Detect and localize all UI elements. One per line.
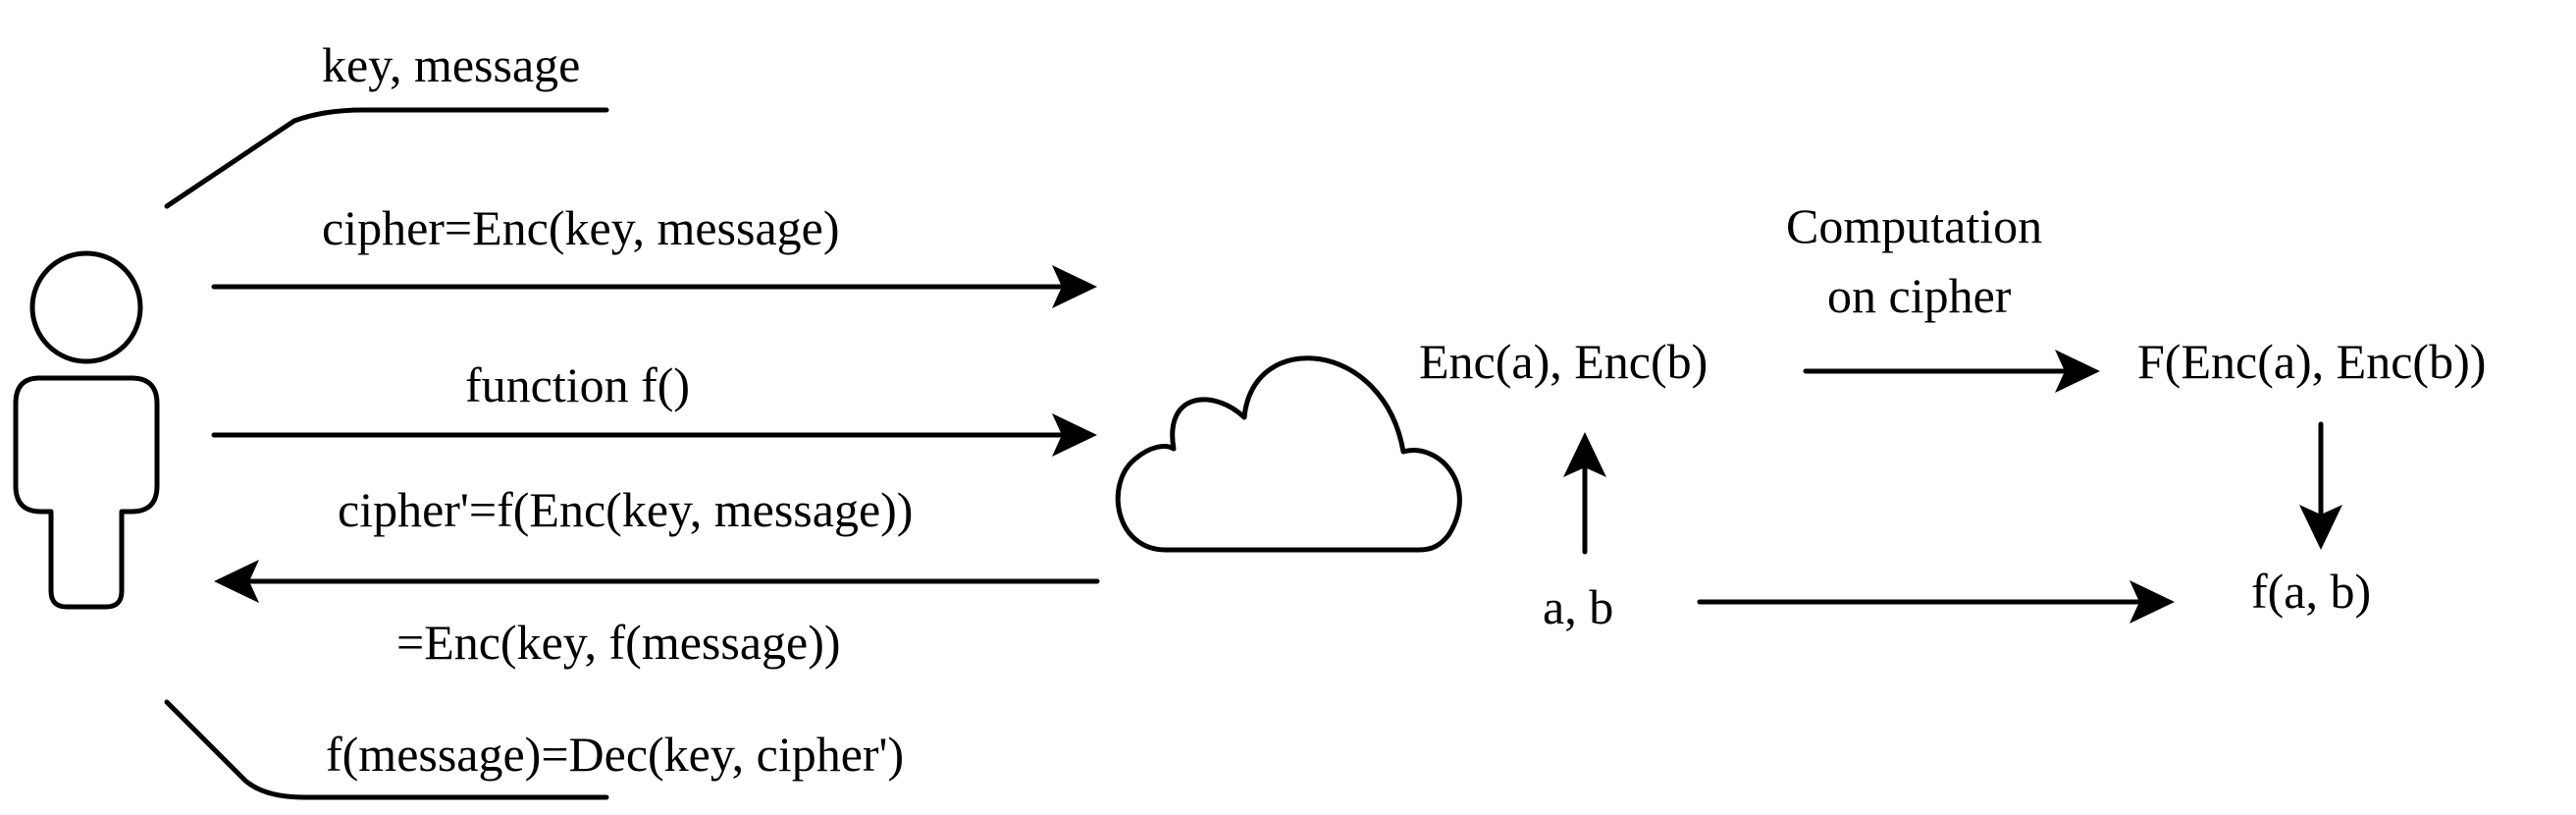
cipher-prime-label: cipher'=f(Enc(key, message)) xyxy=(338,482,913,537)
f-enc-label: F(Enc(a), Enc(b)) xyxy=(2137,334,2486,389)
key-message-callout-line xyxy=(164,107,609,209)
computation-arrow xyxy=(1803,350,2100,393)
function-f-label: function f() xyxy=(465,357,690,412)
key-message-label: key, message xyxy=(322,37,580,92)
ab-to-f-ab-arrow xyxy=(1697,580,2175,624)
decryption-callout-line xyxy=(164,699,609,800)
user-icon xyxy=(13,250,160,610)
ab-to-enc-arrow xyxy=(1563,432,1606,555)
f-enc-to-f-ab-arrow xyxy=(2299,421,2342,550)
cloud-icon xyxy=(1115,355,1462,553)
computation-label-line1: Computation xyxy=(1786,198,2042,253)
cipher-to-cloud-arrow xyxy=(211,265,1097,308)
enc-ab-label: Enc(a), Enc(b) xyxy=(1419,334,1708,389)
decryption-label: f(message)=Dec(key, cipher') xyxy=(326,727,904,782)
function-to-cloud-arrow xyxy=(211,413,1097,457)
computation-label-line2: on cipher xyxy=(1827,268,2012,323)
cloud-to-user-arrow xyxy=(214,560,1100,603)
cipher-enc-label: cipher=Enc(key, message) xyxy=(322,200,840,255)
f-ab-label: f(a, b) xyxy=(2251,564,2371,619)
ab-label: a, b xyxy=(1543,579,1613,634)
enc-f-message-label: =Enc(key, f(message)) xyxy=(396,615,841,670)
